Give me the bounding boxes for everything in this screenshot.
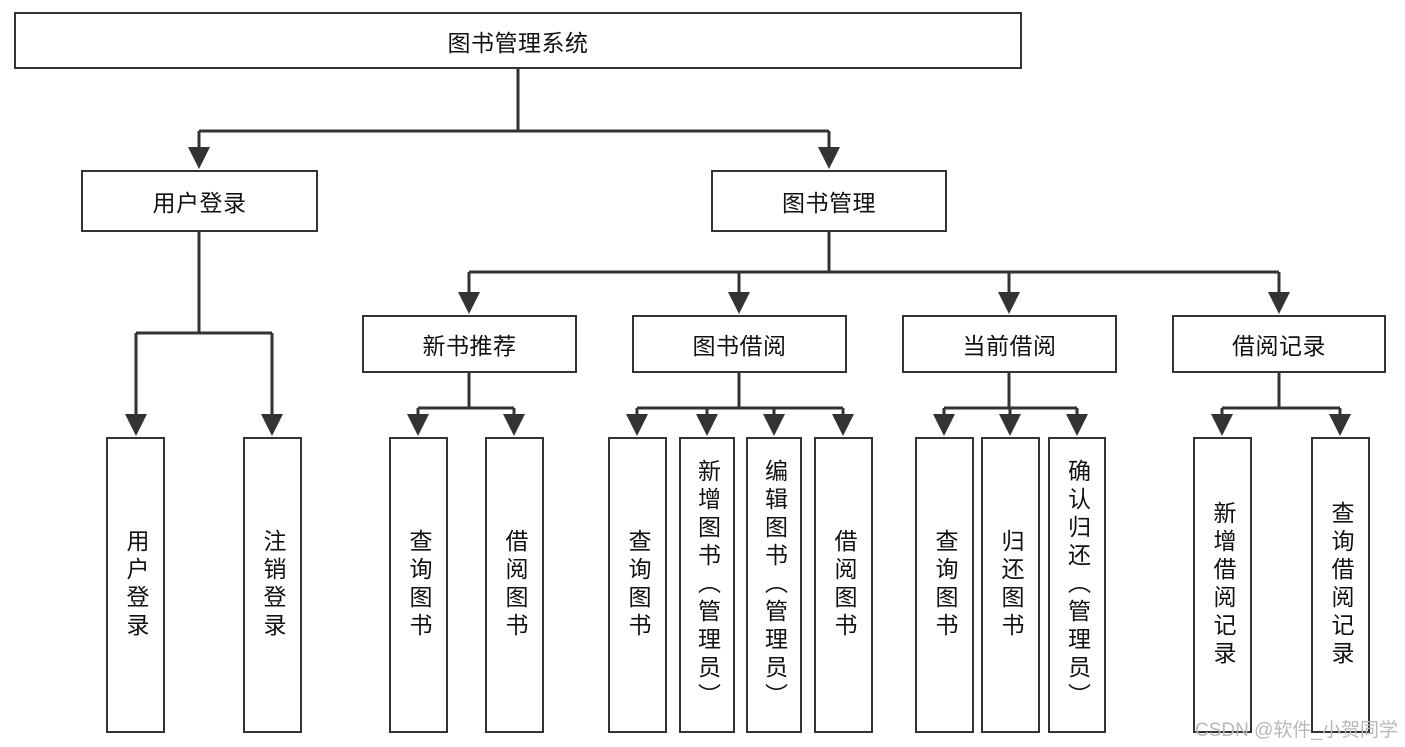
node-label: 借阅记录 bbox=[1232, 333, 1326, 359]
node-leaf-query-book-borrow[interactable]: 查询图书 bbox=[608, 437, 667, 733]
node-label: 确认归还（管理员） bbox=[1064, 459, 1091, 711]
node-label: 归还图书 bbox=[998, 529, 1024, 641]
node-leaf-logout[interactable]: 注销登录 bbox=[243, 437, 302, 733]
node-leaf-query-borrow-record[interactable]: 查询借阅记录 bbox=[1311, 437, 1370, 733]
node-borrow-record[interactable]: 借阅记录 bbox=[1172, 315, 1386, 373]
node-label: 当前借阅 bbox=[962, 333, 1057, 359]
node-leaf-query-book-current[interactable]: 查询图书 bbox=[915, 437, 974, 733]
node-book-borrow[interactable]: 图书借阅 bbox=[632, 315, 847, 373]
node-leaf-edit-book-admin[interactable]: 编辑图书（管理员） bbox=[746, 437, 802, 733]
node-label: 图书管理系统 bbox=[447, 29, 589, 56]
node-label: 新增图书（管理员） bbox=[694, 459, 721, 711]
node-leaf-confirm-return-admin[interactable]: 确认归还（管理员） bbox=[1048, 437, 1106, 733]
node-label: 新书推荐 bbox=[422, 333, 517, 359]
node-leaf-query-book-recommend[interactable]: 查询图书 bbox=[389, 437, 448, 733]
node-book-management[interactable]: 图书管理 bbox=[711, 170, 947, 232]
node-label: 新增借阅记录 bbox=[1210, 501, 1236, 669]
csdn-watermark: CSDN @软件_小贺同学 bbox=[1195, 715, 1398, 742]
node-label: 用户登录 bbox=[152, 190, 247, 216]
node-leaf-return-book[interactable]: 归还图书 bbox=[981, 437, 1040, 733]
node-user-login[interactable]: 用户登录 bbox=[81, 170, 318, 232]
node-leaf-borrow-book-recommend[interactable]: 借阅图书 bbox=[485, 437, 544, 733]
watermark-text: CSDN @软件_小贺同学 bbox=[1195, 720, 1398, 741]
node-label: 借阅图书 bbox=[831, 529, 857, 641]
node-label: 借阅图书 bbox=[502, 529, 528, 641]
node-current-borrow[interactable]: 当前借阅 bbox=[902, 315, 1117, 373]
node-leaf-add-borrow-record[interactable]: 新增借阅记录 bbox=[1193, 437, 1252, 733]
node-label: 图书管理 bbox=[782, 190, 876, 216]
node-label: 用户登录 bbox=[123, 529, 149, 641]
node-label: 图书借阅 bbox=[692, 333, 787, 359]
node-label: 编辑图书（管理员） bbox=[761, 459, 788, 711]
node-leaf-borrow-book[interactable]: 借阅图书 bbox=[814, 437, 873, 733]
node-leaf-add-book-admin[interactable]: 新增图书（管理员） bbox=[679, 437, 735, 733]
node-label: 查询图书 bbox=[932, 529, 958, 641]
node-new-book-recommend[interactable]: 新书推荐 bbox=[362, 315, 577, 373]
node-label: 查询图书 bbox=[625, 529, 651, 641]
node-label: 查询图书 bbox=[406, 529, 432, 641]
node-leaf-user-login[interactable]: 用户登录 bbox=[106, 437, 165, 733]
node-label: 查询借阅记录 bbox=[1328, 501, 1354, 669]
node-book-management-system[interactable]: 图书管理系统 bbox=[14, 12, 1022, 69]
node-label: 注销登录 bbox=[260, 529, 286, 641]
